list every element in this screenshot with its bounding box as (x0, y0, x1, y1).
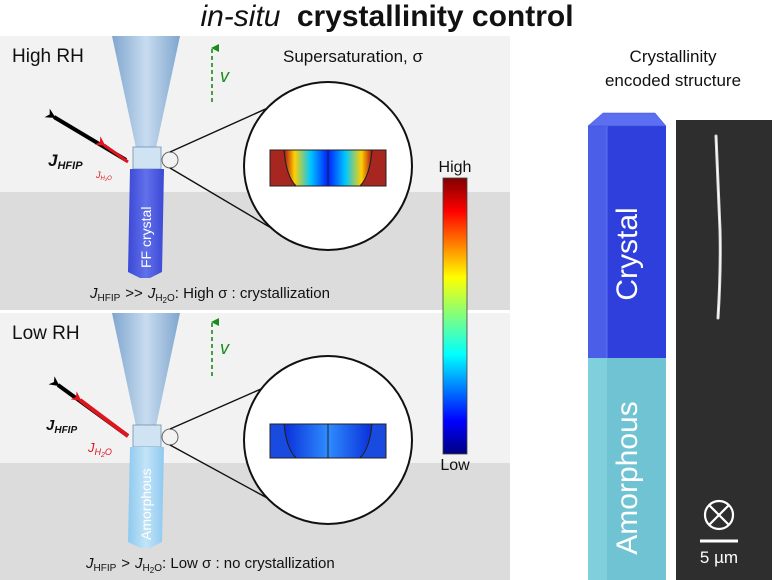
bottom-flux-h2o-label: JH2O (87, 440, 112, 459)
top-panel-lower-bg (0, 192, 510, 310)
rod-amorphous-side (588, 358, 607, 580)
top-flux-h2o-arrow-icon (94, 136, 129, 164)
top-flux-h2o-label: JH₂O (95, 170, 112, 182)
top-flux-hfip-label: JHFIP (48, 151, 83, 172)
bottom-meniscus-walls (269, 423, 387, 459)
colorbar-high-label: High (439, 159, 472, 176)
bottom-fiber (128, 447, 164, 548)
top-panel: High RH Supersaturation, σ FF crystal v … (0, 36, 510, 310)
bottom-fiber-label: Amorphous (138, 468, 154, 540)
bottom-flux-h2o-arrow-icon (70, 391, 130, 438)
top-meniscus-wall-outline (269, 149, 387, 187)
cross-circle-icon (703, 499, 735, 531)
rod-crystal-side (588, 126, 607, 358)
rod-crystal-section (607, 126, 666, 358)
bottom-zoom-line-lower (169, 444, 281, 506)
colorbar-low-label: Low (440, 457, 470, 474)
bottom-meniscus (132, 424, 162, 448)
micrograph (676, 120, 772, 580)
top-nozzle (112, 36, 180, 148)
top-zoom-line-lower (169, 167, 279, 233)
figure-title: in-situ crystallinity control (200, 0, 573, 33)
colorbar-gradient (442, 177, 468, 455)
top-fiber-label: FF crystal (138, 207, 154, 268)
right-panel: Crystallinity encoded structure Crystal … (587, 47, 772, 580)
top-fiber (128, 169, 164, 278)
colorbar: High Low (439, 159, 472, 474)
bottom-humidity-label: Low RH (12, 323, 80, 344)
micrograph-fiber-highlight (715, 135, 721, 319)
bottom-panel: Low RH Amorphous v JHFIP JH2O JHFIP>JH2O… (0, 313, 510, 580)
rod-cap (587, 112, 667, 127)
right-title-line2: encoded structure (605, 71, 741, 90)
top-velocity-label: v (220, 66, 230, 86)
bottom-velocity-label: v (220, 338, 230, 358)
bottom-nozzle (112, 313, 180, 426)
top-supersaturation-label: Supersaturation, σ (283, 47, 423, 66)
top-meniscus (132, 146, 162, 170)
rod-crystal-label: Crystal (611, 207, 644, 300)
top-humidity-label: High RH (12, 46, 84, 67)
top-equation: JHFIP>>JH2O: High σ : crystallization (89, 285, 330, 305)
scale-bar-label: 5 µm (700, 548, 738, 567)
bottom-flux-hfip-label: JHFIP (46, 417, 77, 436)
right-title-line1: Crystallinity (630, 47, 717, 66)
bottom-equation: JHFIP>JH2O: Low σ : no crystallization (85, 555, 335, 575)
rod-amorphous-label: Amorphous (611, 401, 644, 554)
